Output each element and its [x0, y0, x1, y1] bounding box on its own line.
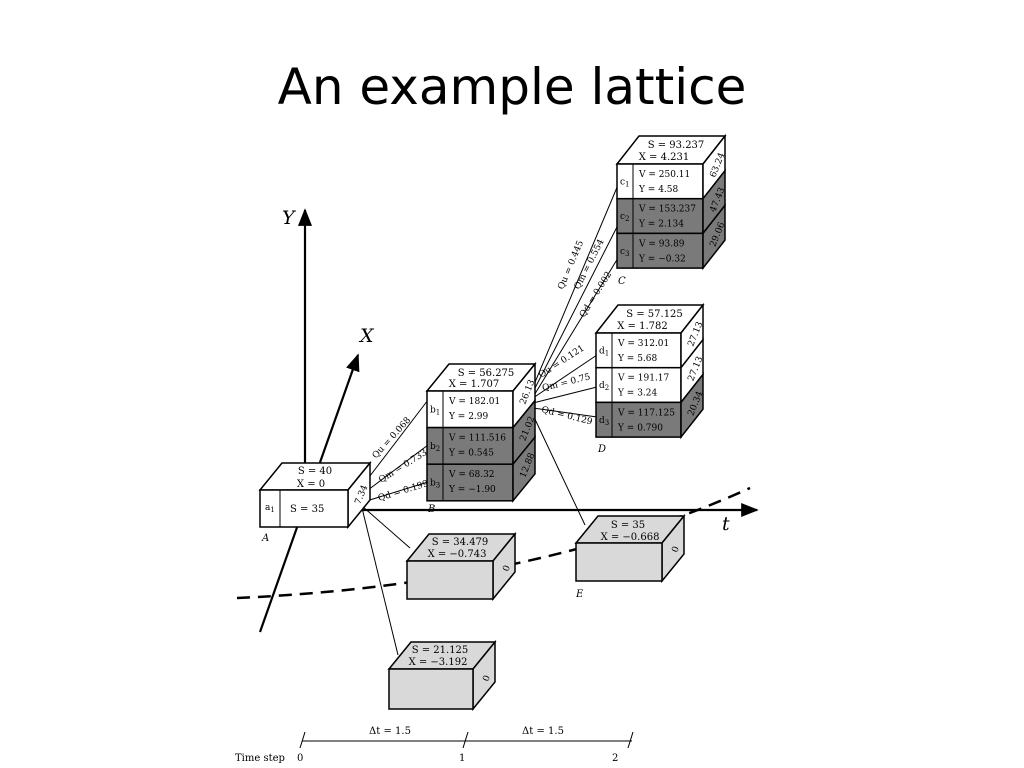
svg-text:X = 1.707: X = 1.707: [449, 379, 499, 390]
x-axis-label: X: [358, 325, 375, 347]
svg-text:0: 0: [671, 545, 683, 554]
svg-text:b2: b2: [430, 442, 440, 453]
svg-text:V = 153.237: V = 153.237: [638, 205, 696, 215]
svg-text:V = 117.125: V = 117.125: [617, 408, 675, 418]
svg-text:X = −0.743: X = −0.743: [428, 549, 487, 560]
svg-text:S = 93.237: S = 93.237: [648, 140, 705, 151]
svg-text:B: B: [427, 504, 435, 515]
t-axis-label: t: [722, 513, 730, 535]
svg-text:d3: d3: [599, 416, 609, 427]
svg-text:D: D: [597, 444, 606, 455]
svg-text:Y = 0.790: Y = 0.790: [617, 423, 663, 433]
svg-text:Y = 2.99: Y = 2.99: [448, 412, 489, 422]
svg-text:X = 4.231: X = 4.231: [639, 152, 689, 163]
svg-text:b1: b1: [430, 405, 440, 416]
svg-text:0: 0: [502, 564, 514, 573]
svg-text:V = 111.516: V = 111.516: [448, 434, 506, 444]
svg-text:S = 35: S = 35: [611, 520, 645, 531]
node-f: S = 34.479 X = −0.743 0: [405, 531, 517, 602]
svg-text:V = 191.17: V = 191.17: [617, 374, 670, 384]
svg-text:S = 56.275: S = 56.275: [458, 368, 515, 379]
svg-text:C: C: [618, 276, 626, 287]
svg-text:V = 312.01: V = 312.01: [617, 339, 669, 349]
slide-title: An example lattice: [277, 58, 747, 116]
svg-text:V = 182.01: V = 182.01: [448, 397, 500, 407]
svg-text:A: A: [261, 533, 269, 544]
svg-text:b3: b3: [430, 479, 440, 490]
svg-text:V = 93.89: V = 93.89: [638, 239, 685, 249]
svg-text:X = 0: X = 0: [297, 479, 325, 490]
prob-a-up: Qu = 0.068: [371, 415, 414, 461]
svg-text:X = 1.782: X = 1.782: [617, 321, 667, 332]
time-step-2: 2: [612, 753, 618, 764]
svg-text:c2: c2: [620, 212, 630, 223]
svg-text:S = 35: S = 35: [290, 504, 324, 515]
time-step-0: 0: [297, 753, 303, 764]
svg-text:c3: c3: [620, 247, 630, 258]
svg-text:Δt = 1.5: Δt = 1.5: [369, 726, 411, 737]
time-step-1: 1: [459, 753, 465, 764]
svg-text:Y = 0.545: Y = 0.545: [448, 449, 494, 459]
svg-text:Y = 2.134: Y = 2.134: [638, 220, 684, 230]
node-a: S = 40 X = 0 a1 S = 35 7.34 A: [258, 460, 372, 544]
svg-text:X = −0.668: X = −0.668: [601, 532, 660, 543]
svg-text:a1: a1: [265, 503, 275, 514]
svg-text:d2: d2: [599, 381, 609, 392]
svg-text:S = 57.125: S = 57.125: [626, 309, 683, 320]
svg-text:X = −3.192: X = −3.192: [409, 657, 468, 668]
node-e: S = 35 X = −0.668 0 E: [574, 513, 686, 600]
svg-text:Δt = 1.5: Δt = 1.5: [522, 726, 564, 737]
connectors: [359, 184, 619, 656]
svg-text:0: 0: [482, 674, 494, 683]
svg-text:S = 34.479: S = 34.479: [432, 537, 489, 548]
svg-text:E: E: [575, 589, 584, 600]
svg-text:Y = 5.68: Y = 5.68: [617, 354, 658, 364]
prob-bd-down: Qd = 0.129: [540, 405, 593, 427]
node-g: S = 21.125 X = −3.192 0: [387, 639, 497, 712]
svg-text:Y = 3.24: Y = 3.24: [617, 389, 658, 399]
svg-text:Y = −0.32: Y = −0.32: [638, 254, 686, 264]
svg-text:Y = −1.90: Y = −1.90: [448, 485, 496, 495]
y-axis-label: Y: [282, 207, 297, 229]
svg-text:V = 68.32: V = 68.32: [448, 470, 495, 480]
svg-text:S = 21.125: S = 21.125: [412, 645, 469, 656]
svg-text:S = 40: S = 40: [298, 466, 332, 477]
time-step-label: Time step: [235, 753, 285, 764]
svg-text:c1: c1: [620, 177, 630, 188]
timeline: Δt = 1.5 Δt = 1.5 Time step 0 1 2: [235, 726, 634, 764]
svg-text:Y = 4.58: Y = 4.58: [638, 185, 679, 195]
svg-text:V = 250.11: V = 250.11: [638, 170, 690, 180]
svg-text:d1: d1: [599, 346, 609, 357]
